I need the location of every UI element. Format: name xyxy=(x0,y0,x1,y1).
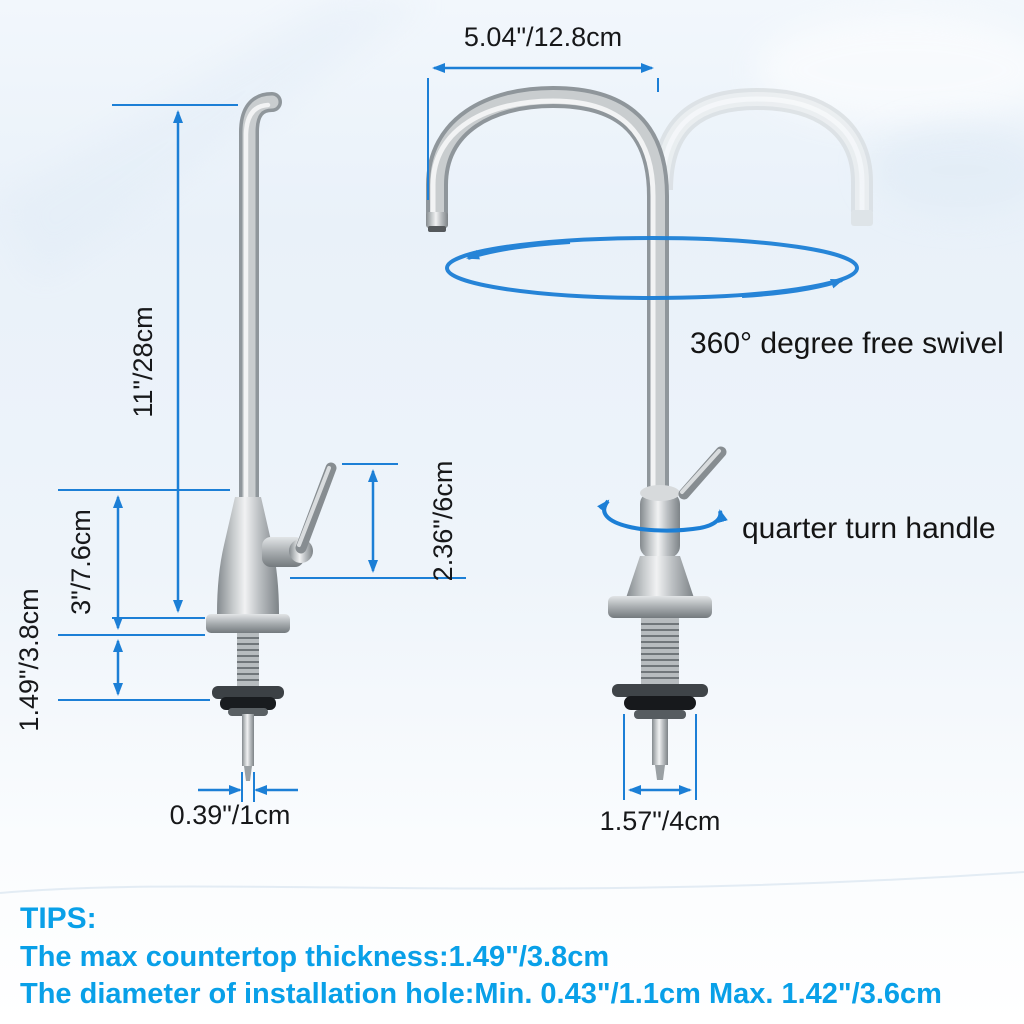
dim-handle-label: 2.36"/6cm xyxy=(428,461,458,582)
rubber-gasket xyxy=(220,697,276,710)
dimension-handle: 2.36"/6cm xyxy=(290,461,466,582)
swivel-arrow xyxy=(445,236,859,300)
dimension-reach: 5.04"/12.8cm xyxy=(427,22,659,200)
dimension-body: 3"/7.6cm xyxy=(58,489,230,636)
faucet-side-view xyxy=(206,92,337,781)
dim-reach-label: 5.04"/12.8cm xyxy=(464,22,622,52)
dimension-shank: 1.49"/3.8cm xyxy=(14,588,210,732)
tips-line-2: The diameter of installation hole:Min. 0… xyxy=(20,978,942,1010)
quarter-turn-arrow xyxy=(597,499,728,533)
handle-lever xyxy=(678,446,727,500)
smoke-wisp xyxy=(755,15,1024,125)
inlet-tip xyxy=(655,765,665,780)
dimension-base: 1.57"/4cm xyxy=(600,714,721,836)
metal-washer xyxy=(612,684,708,697)
faucet-body xyxy=(626,556,694,598)
dim-body-label: 3"/7.6cm xyxy=(66,509,96,615)
faucet-body xyxy=(217,497,279,614)
dim-outlet-label: 0.39"/1cm xyxy=(170,800,291,830)
tips-title: TIPS: xyxy=(20,902,97,935)
rubber-gasket xyxy=(624,696,696,710)
metal-washer xyxy=(212,686,284,699)
ghost-spout xyxy=(651,87,873,226)
tips-line-1: The max countertop thickness:1.49"/3.8cm xyxy=(20,941,609,973)
tips-section: TIPS: The max countertop thickness:1.49"… xyxy=(20,902,942,1010)
base-flange xyxy=(608,596,712,618)
dim-shank-label: 1.49"/3.8cm xyxy=(14,588,44,731)
lock-nut xyxy=(634,710,686,719)
dimension-outlet: 0.39"/1cm xyxy=(170,772,298,830)
faucet-front-view xyxy=(426,85,873,780)
aerator xyxy=(428,226,446,232)
light-streak xyxy=(0,0,430,280)
handle-lever xyxy=(295,462,337,554)
dim-base-label: 1.57"/4cm xyxy=(600,806,721,836)
handle-annotation: quarter turn handle xyxy=(742,512,996,545)
background-decor xyxy=(0,0,1024,894)
smoke-wisp xyxy=(870,125,1024,215)
spout-nozzle xyxy=(426,212,448,228)
inlet-tube xyxy=(242,714,254,766)
inlet-tube xyxy=(652,719,668,765)
base-flange xyxy=(206,614,290,633)
wave-separator xyxy=(0,871,1024,894)
dim-height-label: 11"/28cm xyxy=(128,306,158,417)
lock-nut xyxy=(228,708,268,716)
valve-body xyxy=(640,492,680,558)
threaded-shank xyxy=(641,618,679,686)
dimension-height: 11"/28cm xyxy=(112,104,238,619)
swivel-annotation: 360° degree free swivel xyxy=(690,327,1004,360)
inlet-tip xyxy=(244,766,252,781)
